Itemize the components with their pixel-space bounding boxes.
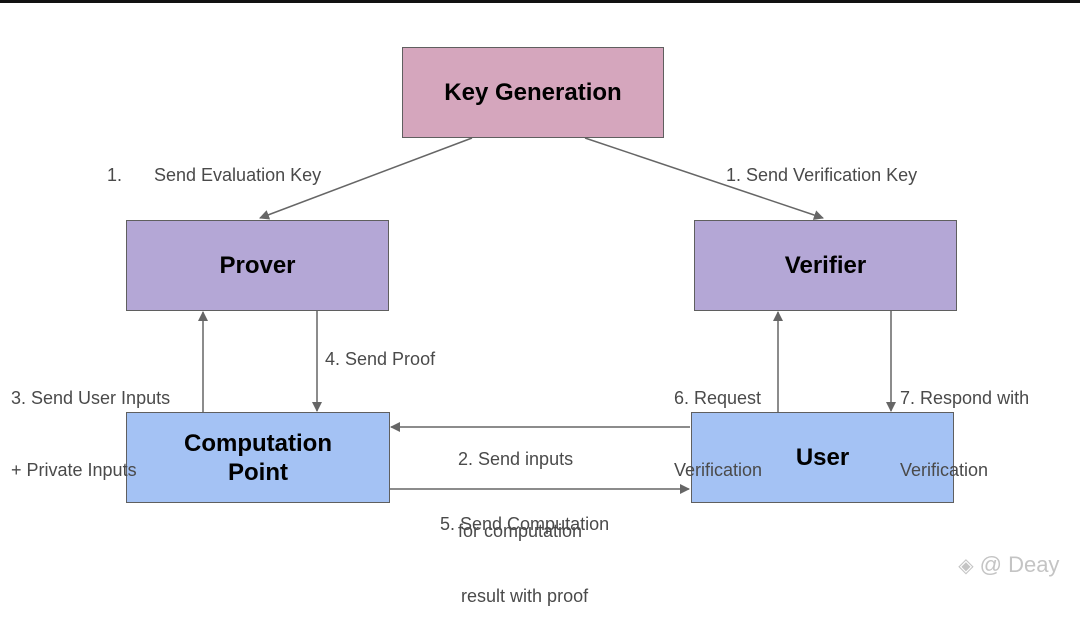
key-generation-node: Key Generation: [402, 47, 664, 138]
edge-label-request-verification: 6. Request Verification: [674, 388, 763, 480]
edge-label-send-user-inputs: 3. Send User Inputs + Private Inputs: [11, 388, 171, 480]
edge-label-send-proof: 4. Send Proof: [325, 349, 436, 369]
edge-label-eval-key-number: 1.: [107, 165, 123, 185]
arrow-keygen-to-verifier: [584, 137, 824, 220]
diamond-logo-icon: ◈: [958, 555, 974, 577]
user-node: User: [691, 412, 954, 503]
edge-label-send-evaluation-key: Send Evaluation Key: [154, 165, 322, 185]
edge-label-send-inputs: 2. Send inputs for computation: [458, 449, 583, 541]
top-border: [0, 0, 1080, 3]
computation-point-node: Computation Point: [126, 412, 390, 503]
arrow-keygen-to-prover: [259, 137, 473, 220]
watermark: ◈@ Deay: [958, 552, 1060, 577]
edge-label-respond-verification: 7. Respond with Verification: [900, 388, 1030, 480]
verifier-node: Verifier: [694, 220, 957, 311]
arrow-layer: [198, 137, 896, 494]
prover-node: Prover: [126, 220, 389, 311]
edge-label-send-verification-key: 1. Send Verification Key: [726, 165, 918, 185]
edge-label-send-result: 5. Send Computation result with proof: [440, 514, 610, 606]
